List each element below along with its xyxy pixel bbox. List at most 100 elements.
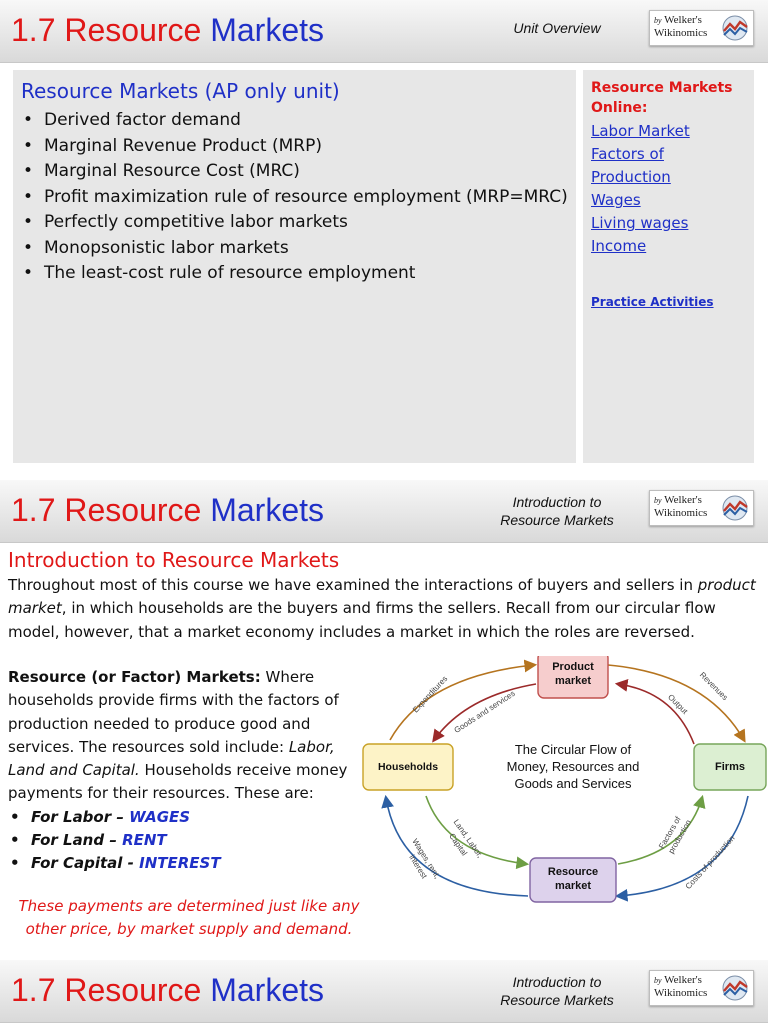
subtitle-line1: Introduction to	[512, 974, 602, 990]
payment-value: INTEREST	[139, 854, 221, 873]
slide-subtitle: Introduction to Resource Markets	[476, 493, 638, 529]
market-note: These payments are determined just like …	[18, 897, 360, 938]
resource-market-box	[529, 857, 617, 903]
logo-globe-icon	[722, 15, 748, 41]
title-word-resource: Resource	[64, 492, 202, 528]
diagram-caption-3: Goods and Services	[514, 776, 632, 791]
diagram-caption-2: Money, Resources and	[507, 759, 640, 774]
list-item: Monopsonistic labor markets	[21, 236, 569, 262]
overview-bullet-list: Derived factor demand Marginal Revenue P…	[21, 108, 569, 287]
subtitle-line2: Resource Markets	[500, 992, 614, 1008]
definition-text-2: Households receive money payments for th…	[8, 761, 348, 803]
circular-flow-diagram: Product market Households Firms Resource…	[362, 656, 767, 903]
title-word-markets: Markets	[210, 12, 325, 48]
product-market-label-1: Product	[552, 661, 594, 673]
payment-value: WAGES	[129, 807, 191, 826]
link-production[interactable]: Production	[591, 168, 671, 186]
costs-of-production-arrow	[614, 795, 749, 902]
expenditures-arrow	[389, 659, 538, 741]
wages-rent-interest-arrow	[381, 794, 529, 897]
intro-heading: Introduction to Resource Markets	[8, 548, 340, 572]
link-practice-activities[interactable]: Practice Activities	[591, 295, 714, 309]
households-label: Households	[378, 761, 438, 773]
logo-line1: Welker's	[664, 14, 702, 26]
slide-header: 1.7 Resource Markets Unit Overview by We…	[0, 0, 768, 63]
firms-box	[693, 743, 767, 791]
land-labor-capital-arrow	[425, 795, 530, 870]
list-item: Derived factor demand	[21, 108, 569, 134]
list-item: Perfectly competitive labor markets	[21, 210, 569, 236]
list-item: The least-cost rule of resource employme…	[21, 261, 569, 287]
online-resources-panel: Resource Markets Online: Labor Market Fa…	[583, 70, 754, 463]
definition-italic: Labor, Land and Capital.	[8, 737, 335, 780]
subtitle-line2: Resource Markets	[500, 512, 614, 528]
output-arrow	[614, 679, 695, 745]
subtitle-line1: Introduction to	[512, 494, 602, 510]
title-number: 1.7	[11, 12, 56, 48]
list-item: Marginal Revenue Product (MRP)	[21, 134, 569, 160]
slide-subtitle: Unit Overview	[513, 20, 601, 36]
para-text: Throughout most of this course we have e…	[8, 576, 693, 594]
label-costs: Costs of production	[684, 834, 737, 891]
logo-by: by	[654, 976, 662, 985]
logo-globe-icon	[722, 975, 748, 1001]
resource-market-definition: Resource (or Factor) Markets: Where hous…	[8, 666, 364, 876]
list-item: For Land – RENT	[8, 829, 364, 853]
resource-market-label-1: Resource	[548, 866, 598, 878]
logo-by: by	[654, 16, 662, 25]
slide-title: 1.7 Resource Markets	[11, 8, 324, 52]
payment-label: For Capital -	[31, 854, 140, 873]
slide-subtitle: Introduction to Resource Markets	[476, 973, 638, 1009]
label-expenditures: Expenditures	[411, 674, 449, 714]
link-wages[interactable]: Wages	[591, 191, 641, 209]
label-output: Output	[666, 693, 690, 717]
slide-introduction: 1.7 Resource Markets Introduction to Res…	[0, 480, 768, 950]
slide-header: 1.7 Resource Markets Introduction to Res…	[0, 960, 768, 1023]
slide-title: 1.7 Resource Markets	[11, 968, 324, 1012]
logo-line2: Wikinomics	[654, 27, 708, 39]
logo-line1: Welker's	[664, 974, 702, 986]
logo-line2: Wikinomics	[654, 507, 708, 519]
para-text-2: , in which households are the buyers and…	[8, 599, 716, 641]
households-box	[362, 743, 454, 791]
firms-label: Firms	[715, 761, 745, 773]
slide-title: 1.7 Resource Markets	[11, 488, 324, 532]
link-living-wages[interactable]: Living wages	[591, 214, 689, 232]
slide-introduction-continued: 1.7 Resource Markets Introduction to Res…	[0, 960, 768, 1024]
logo-line2: Wikinomics	[654, 987, 708, 999]
payment-label: For Labor –	[31, 807, 130, 826]
list-item: Profit maximization rule of resource emp…	[21, 185, 569, 211]
product-market-box	[537, 656, 609, 699]
link-income[interactable]: Income	[591, 237, 647, 255]
revenues-arrow	[607, 664, 746, 743]
title-number: 1.7	[11, 492, 56, 528]
title-word-markets: Markets	[210, 492, 325, 528]
slide-header: 1.7 Resource Markets Introduction to Res…	[0, 480, 768, 543]
payments-list: For Labor – WAGES For Land – RENT For Ca…	[8, 806, 364, 876]
para-italic: product market	[8, 576, 756, 618]
link-factors-of[interactable]: Factors of	[591, 145, 664, 163]
overview-heading: Resource Markets (AP only unit)	[21, 79, 340, 103]
resource-market-label-2: market	[555, 880, 591, 892]
label-revenues: Revenues	[698, 670, 730, 702]
logo-globe-icon	[722, 495, 748, 521]
logo-line1: Welker's	[664, 494, 702, 506]
overview-content-panel: Resource Markets (AP only unit) Derived …	[13, 70, 576, 463]
diagram-caption-1: The Circular Flow of	[515, 742, 632, 757]
factors-of-production-arrow	[617, 794, 706, 865]
intro-paragraph: Throughout most of this course we have e…	[8, 574, 760, 644]
goods-services-arrow	[432, 683, 537, 743]
online-links: Labor Market Factors of Production Wages…	[591, 120, 690, 258]
online-heading: Resource Markets Online:	[591, 80, 733, 116]
logo-by: by	[654, 496, 662, 505]
definition-text: Where households provide firms with the …	[8, 668, 339, 756]
title-word-resource: Resource	[64, 972, 202, 1008]
link-labor-market[interactable]: Labor Market	[591, 122, 690, 140]
title-word-markets: Markets	[210, 972, 325, 1008]
slide-unit-overview: 1.7 Resource Markets Unit Overview by We…	[0, 0, 768, 470]
list-item: Marginal Resource Cost (MRC)	[21, 159, 569, 185]
payment-label: For Land –	[31, 831, 123, 850]
